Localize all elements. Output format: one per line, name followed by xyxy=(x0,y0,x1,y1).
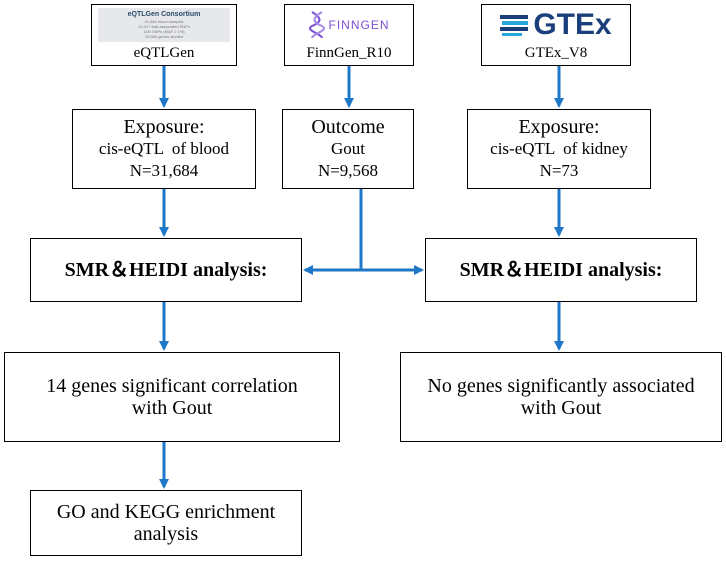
source-gtex: GTEx GTEx_V8 xyxy=(481,4,631,66)
outcome-title: Outcome xyxy=(311,116,385,138)
result-left-line1: 14 genes significant correlation xyxy=(46,375,298,397)
finngen-logo: FINNGEN xyxy=(285,5,413,45)
source-gtex-label: GTEx_V8 xyxy=(524,45,588,61)
result-left-box: 14 genes significant correlation with Go… xyxy=(4,352,340,442)
finngen-logo-text: FINNGEN xyxy=(328,18,390,32)
source-finngen: FINNGEN FinnGen_R10 xyxy=(284,4,414,66)
result-left-line2: with Gout xyxy=(131,397,213,419)
result-right-box: No genes significantly associated with G… xyxy=(400,352,722,442)
exposure-blood-n: N=31,684 xyxy=(129,161,199,180)
eqtlgen-stat-1: 31,684 blood samples xyxy=(144,19,184,24)
eqtlgen-stat-2: 10,317 trait-associated SNPs xyxy=(138,24,190,29)
result-right-line1: No genes significantly associated xyxy=(427,375,695,397)
outcome-box: Outcome Gout N=9,568 xyxy=(282,109,414,189)
smr-heidi-left-label: SMR＆HEIDI analysis: xyxy=(64,259,268,281)
eqtlgen-logo-title: eQTLGen Consortium xyxy=(127,11,201,18)
gtex-logo: GTEx xyxy=(482,5,630,45)
exposure-blood-desc: cis-eQTL of blood xyxy=(98,139,230,158)
exposure-blood-title: Exposure: xyxy=(123,116,205,138)
smr-heidi-right-box: SMR＆HEIDI analysis: xyxy=(425,238,697,302)
exposure-kidney-title: Exposure: xyxy=(518,116,600,138)
source-finngen-label: FinnGen_R10 xyxy=(306,45,392,61)
exposure-kidney-desc: cis-eQTL of kidney xyxy=(490,139,628,158)
source-eqtlgen-label: eQTLGen xyxy=(133,45,195,61)
source-eqtlgen: eQTLGen Consortium 31,684 blood samples … xyxy=(91,4,237,66)
gtex-bars-icon xyxy=(500,15,529,36)
eqtlgen-stat-4: 19,960 genes studied xyxy=(144,34,184,39)
result-right-line2: with Gout xyxy=(520,397,602,419)
gtex-logo-text: GTEx xyxy=(533,8,612,41)
smr-heidi-left-box: SMR＆HEIDI analysis: xyxy=(30,238,302,302)
eqtlgen-logo: eQTLGen Consortium 31,684 blood samples … xyxy=(92,5,236,45)
exposure-kidney-box: Exposure: cis-eQTL of kidney N=73 xyxy=(467,109,651,189)
enrichment-box: GO and KEGG enrichment analysis xyxy=(30,490,302,556)
dna-helix-icon xyxy=(308,11,325,39)
exposure-kidney-n: N=73 xyxy=(539,161,579,180)
outcome-n: N=9,568 xyxy=(317,161,379,180)
smr-heidi-right-label: SMR＆HEIDI analysis: xyxy=(459,259,663,281)
enrichment-line1: GO and KEGG enrichment xyxy=(56,501,276,523)
exposure-blood-box: Exposure: cis-eQTL of blood N=31,684 xyxy=(72,109,256,189)
enrichment-line2: analysis xyxy=(133,523,199,545)
outcome-trait: Gout xyxy=(331,139,365,158)
eqtlgen-stat-3: 11M SNPs (MAF ≥ 1%) xyxy=(143,29,185,34)
